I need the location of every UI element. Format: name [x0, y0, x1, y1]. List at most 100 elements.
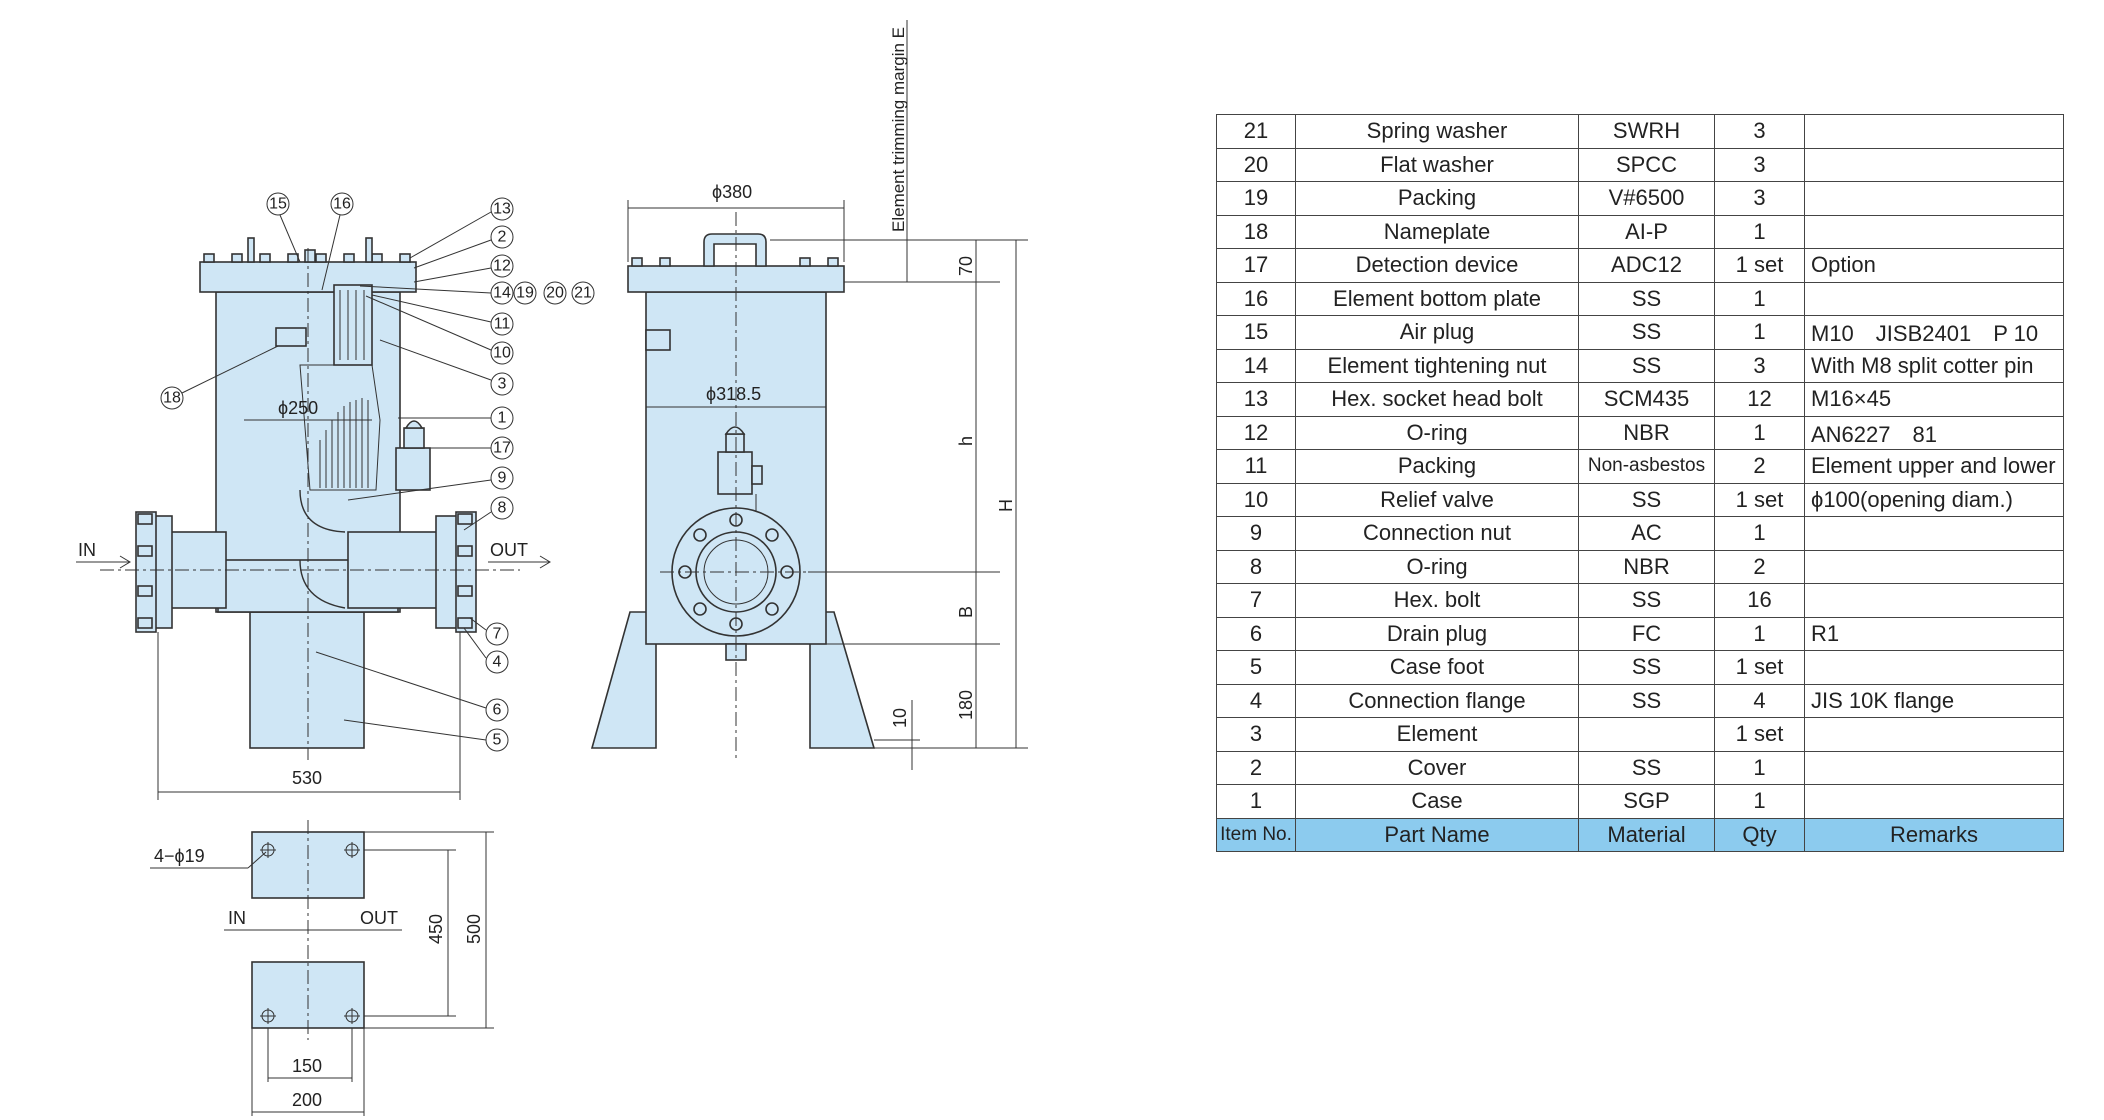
front-view: ϕ250 IN OUT 530 [76, 237, 551, 800]
remarks-cell [1804, 750, 2064, 785]
margin-label: Element trimming margin E [889, 27, 908, 232]
part-name-cell: Hex. bolt [1295, 583, 1579, 618]
material-cell: NBR [1578, 549, 1715, 584]
item-no-cell: 17 [1216, 248, 1296, 283]
dim-500: 500 [464, 914, 484, 944]
item-no-cell: 11 [1216, 449, 1296, 484]
qty-cell: 1 [1714, 415, 1805, 450]
item-no-cell: 12 [1216, 415, 1296, 450]
callout-20: 20 [546, 285, 564, 302]
callout-9: 9 [498, 470, 507, 487]
dim-180: 180 [956, 690, 976, 720]
remarks-cell: AN6227 81 [1804, 415, 2064, 450]
qty-cell: 1 [1714, 281, 1805, 316]
qty-cell: 3 [1714, 181, 1805, 216]
dim-H: H [996, 499, 1016, 512]
remarks-cell [1804, 516, 2064, 551]
callout-1: 1 [498, 410, 507, 427]
part-name-cell: Case [1295, 784, 1579, 819]
header-material: Material [1578, 817, 1715, 852]
item-no-cell: 3 [1216, 717, 1296, 752]
qty-cell: 2 [1714, 549, 1805, 584]
part-name-cell: Packing [1295, 449, 1579, 484]
callout-7: 7 [493, 626, 502, 643]
qty-cell: 1 [1714, 784, 1805, 819]
item-no-cell: 13 [1216, 382, 1296, 417]
item-no-cell: 10 [1216, 482, 1296, 517]
dim-diam-318: ϕ318.5 [706, 384, 761, 404]
in-label: IN [78, 540, 96, 560]
callout-12: 12 [493, 258, 511, 275]
item-no-cell: 18 [1216, 214, 1296, 249]
part-name-cell: Connection nut [1295, 516, 1579, 551]
qty-cell: 1 [1714, 616, 1805, 651]
remarks-cell: With M8 split cotter pin [1804, 348, 2064, 383]
callout-11: 11 [494, 316, 511, 333]
qty-cell: 1 [1714, 214, 1805, 249]
header-remarks: Remarks [1804, 817, 2064, 852]
item-no-cell: 21 [1216, 114, 1296, 149]
qty-cell: 2 [1714, 449, 1805, 484]
part-name-cell: Flat washer [1295, 147, 1579, 182]
dim-diam-380: ϕ380 [712, 182, 752, 202]
item-no-cell: 16 [1216, 281, 1296, 316]
material-cell: ADC12 [1578, 248, 1715, 283]
header-item-no: Item No. [1216, 817, 1296, 852]
material-cell: Non-asbestos [1578, 449, 1715, 484]
callout-16: 16 [333, 196, 351, 213]
part-name-cell: Element [1295, 717, 1579, 752]
item-no-cell: 15 [1216, 315, 1296, 350]
dim-B: B [956, 606, 976, 618]
callout-5: 5 [493, 732, 502, 749]
remarks-cell [1804, 549, 2064, 584]
item-no-cell: 6 [1216, 616, 1296, 651]
remarks-cell [1804, 650, 2064, 685]
material-cell: SS [1578, 281, 1715, 316]
dim-70: 70 [956, 256, 976, 276]
item-no-cell: 7 [1216, 583, 1296, 618]
item-no-cell: 19 [1216, 181, 1296, 216]
remarks-cell [1804, 114, 2064, 149]
qty-cell: 3 [1714, 147, 1805, 182]
qty-cell: 16 [1714, 583, 1805, 618]
part-name-cell: Case foot [1295, 650, 1579, 685]
item-no-cell: 14 [1216, 348, 1296, 383]
out-label: OUT [490, 540, 528, 560]
material-cell: AC [1578, 516, 1715, 551]
remarks-cell: ϕ100(opening diam.) [1804, 482, 2064, 517]
material-cell: SS [1578, 650, 1715, 685]
dim-150: 150 [292, 1056, 322, 1076]
part-name-cell: Packing [1295, 181, 1579, 216]
callout-6: 6 [493, 702, 502, 719]
part-name-cell: Air plug [1295, 315, 1579, 350]
part-name-cell: O-ring [1295, 549, 1579, 584]
callout-19: 19 [516, 285, 534, 302]
material-cell: V#6500 [1578, 181, 1715, 216]
callout-2: 2 [498, 229, 507, 246]
qty-cell: 1 set [1714, 482, 1805, 517]
remarks-cell: M10 JISB2401 P 10 [1804, 315, 2064, 350]
qty-cell: 4 [1714, 683, 1805, 718]
callout-10: 10 [493, 345, 511, 362]
part-name-cell: Relief valve [1295, 482, 1579, 517]
part-name-cell: Element tightening nut [1295, 348, 1579, 383]
qty-cell: 1 set [1714, 248, 1805, 283]
part-name-cell: Cover [1295, 750, 1579, 785]
part-name-cell: Hex. socket head bolt [1295, 382, 1579, 417]
item-no-cell: 4 [1216, 683, 1296, 718]
base-in-label: IN [228, 908, 246, 928]
material-cell: SGP [1578, 784, 1715, 819]
